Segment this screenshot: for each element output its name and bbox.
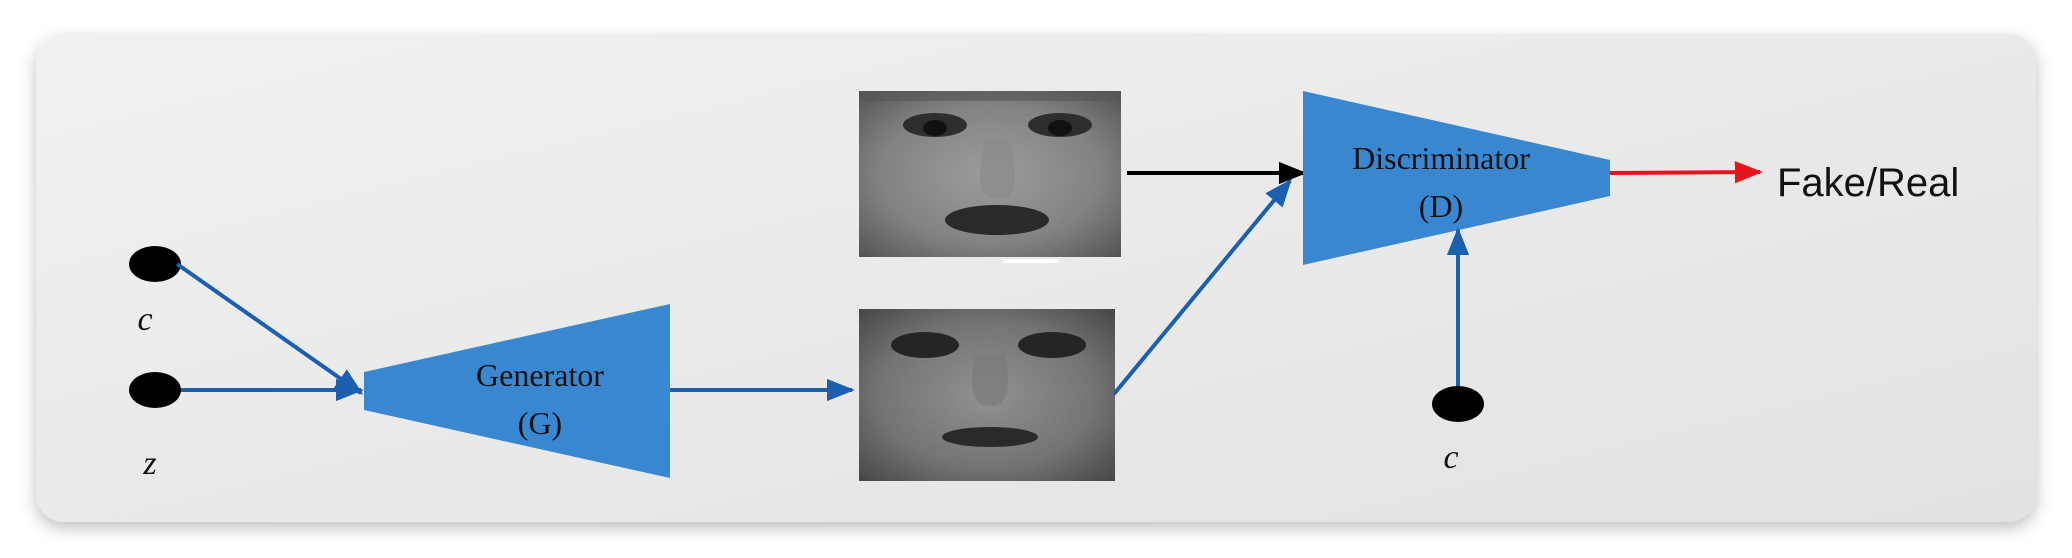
generator-sublabel: (G) xyxy=(518,405,562,441)
input-label-c-bottom: c xyxy=(1443,439,1458,476)
arrow-generated-to-discriminator xyxy=(1112,178,1292,396)
input-node-c-bottom xyxy=(1432,386,1484,422)
discriminator-sublabel: (D) xyxy=(1419,188,1463,224)
arrow-discriminator-to-output xyxy=(1609,160,1763,184)
generator-label: Generator xyxy=(476,357,604,393)
output-label: Fake/Real xyxy=(1777,161,1959,205)
input-node-c-top xyxy=(129,246,181,282)
input-node-z xyxy=(129,372,181,408)
real-face-image xyxy=(859,91,1121,257)
discriminator-block xyxy=(1303,91,1610,265)
arrow-c-to-generator xyxy=(175,262,364,395)
discriminator-label: Discriminator xyxy=(1352,140,1530,176)
generator-block xyxy=(364,304,670,478)
image-divider-mark xyxy=(1003,259,1059,263)
generated-face-image xyxy=(859,309,1115,481)
input-label-c-top: c xyxy=(137,301,152,338)
input-label-z: z xyxy=(142,445,156,482)
